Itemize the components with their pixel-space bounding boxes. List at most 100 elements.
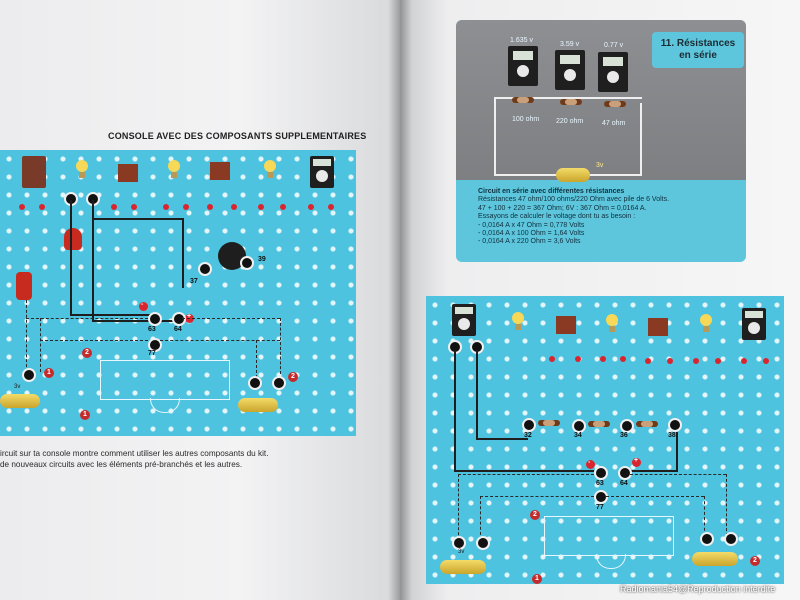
right-plus-sign (632, 458, 641, 467)
multimeter-icon (555, 50, 585, 90)
right-number: 77 (596, 504, 604, 511)
left-switch (16, 272, 32, 300)
left-post (248, 376, 262, 390)
card-text-line: - 0,0164 A x 47 Ohm = 0,778 Volts (478, 221, 585, 229)
left-battery-outline (100, 360, 230, 400)
card-text-line: - 0,0164 A x 220 Ohm = 3,6 Volts (478, 238, 581, 246)
left-badge: 2 (288, 372, 298, 382)
left-wire (92, 320, 176, 322)
right-pin (741, 358, 747, 364)
right-pin (575, 356, 581, 362)
left-caption-line: de nouveaux circuits avec les éléments p… (0, 460, 243, 469)
card-text-title: Circuit en série avec différentes résist… (478, 188, 625, 195)
right-post (700, 532, 714, 546)
card-wire (494, 97, 642, 99)
right-wire (676, 432, 678, 472)
right-battery-outline (544, 516, 674, 556)
left-post-37 (198, 262, 212, 276)
right-dashed-wire (704, 496, 705, 536)
right-box-2 (648, 318, 668, 336)
left-caption-line: ircuit sur ta console montre comment uti… (0, 449, 269, 458)
right-post-36 (620, 419, 634, 433)
right-sign: - (588, 459, 591, 466)
right-lamp-1 (512, 312, 524, 330)
right-multimeter-right (742, 308, 766, 340)
left-minus-sign (139, 302, 148, 311)
left-post-64 (172, 312, 186, 326)
left-number: 39 (258, 256, 266, 263)
right-dashed-wire (480, 496, 594, 497)
right-post-64 (618, 466, 632, 480)
left-post-39 (240, 256, 254, 270)
left-dashed-wire (40, 318, 41, 372)
resistor-label: 100 ohm (512, 116, 540, 123)
right-number: 63 (596, 480, 604, 487)
multimeter-icon (508, 46, 538, 86)
left-dashed-wire (26, 318, 148, 319)
meter-reading: 0.77 v (604, 42, 624, 49)
left-pin (183, 204, 189, 210)
left-wire (70, 200, 72, 314)
card-explanation: Circuit en série avec différentes résist… (478, 188, 738, 247)
left-dashed-wire (280, 318, 281, 374)
right-battery-right (692, 552, 738, 566)
left-console-board (0, 150, 356, 436)
right-sign: + (634, 457, 639, 464)
left-pin (19, 204, 25, 210)
left-number: 77 (148, 350, 156, 357)
left-dashed-wire (256, 340, 257, 378)
left-heading: CONSOLE AVEC DES COMPOSANTS SUPPLEMENTAI… (108, 131, 367, 141)
resistor-label: 220 ohm (556, 118, 584, 125)
right-wire (454, 350, 456, 472)
book-gutter (388, 0, 412, 600)
right-pin (763, 358, 769, 364)
right-dashed-wire (630, 474, 726, 475)
left-pin (258, 204, 264, 210)
right-number: 32 (524, 432, 532, 439)
left-wire (70, 314, 150, 316)
left-pin (207, 204, 213, 210)
watermark: Radiomania54@Reproduction interdite (620, 584, 776, 594)
card-title-line: en série (679, 50, 717, 61)
right-lamp-3 (700, 314, 712, 332)
meter-reading: 3.59 v (560, 41, 580, 48)
right-lamp-2 (606, 314, 618, 332)
right-post-77 (594, 490, 608, 504)
right-post-34 (572, 419, 586, 433)
right-number: 34 (574, 432, 582, 439)
right-post (452, 536, 466, 550)
left-pin (163, 204, 169, 210)
right-resistor (538, 420, 560, 426)
left-wire (182, 218, 184, 288)
right-dashed-wire (726, 474, 727, 536)
left-pin (131, 204, 137, 210)
left-battery-label: 3v (14, 384, 21, 390)
left-post (22, 368, 36, 382)
right-pin (715, 358, 721, 364)
right-post-32 (522, 418, 536, 432)
left-number: 37 (190, 278, 198, 285)
right-battery-left (440, 560, 486, 574)
right-number: 38 (668, 432, 676, 439)
left-lamp-1 (76, 160, 88, 178)
hole-grid (0, 150, 356, 436)
resistor-icon (512, 97, 534, 103)
right-wire (476, 350, 478, 440)
left-badge: 2 (82, 348, 92, 358)
left-number: 63 (148, 326, 156, 333)
left-lamp-2 (168, 160, 180, 178)
right-wire (454, 470, 594, 472)
left-multimeter-right (310, 156, 334, 188)
right-badge: 2 (750, 556, 760, 566)
right-post-63 (594, 466, 608, 480)
left-dashed-wire (40, 340, 148, 341)
right-badge: 2 (530, 510, 540, 520)
right-pin (645, 358, 651, 364)
right-minus-sign (586, 460, 595, 469)
right-battery-label: 3v (458, 549, 465, 555)
left-pin (231, 204, 237, 210)
left-pin (308, 204, 314, 210)
card-text-line: 47 + 100 + 220 = 367 Ohm; 6V : 367 Ohm =… (478, 204, 647, 212)
left-sign: - (141, 301, 144, 308)
card-wire (494, 97, 496, 175)
